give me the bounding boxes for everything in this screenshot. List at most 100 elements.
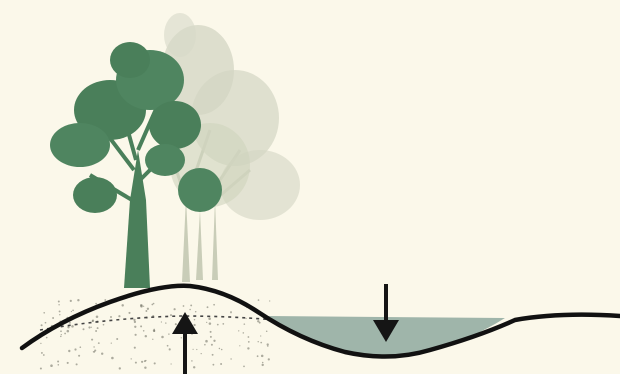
soil-dot [193,324,195,326]
soil-dot [247,347,249,349]
soil-dot [95,303,97,305]
soil-dot [245,318,246,319]
soil-dot [145,310,147,312]
soil-dot [205,340,208,343]
soil-dot [72,309,74,311]
soil-dot [257,320,259,322]
soil-dot [167,345,169,347]
soil-dot [189,309,191,311]
soil-dot [261,355,264,358]
soil-dot [267,345,268,346]
soil-dot [58,364,60,366]
soil-dot [83,328,85,330]
soil-dot [79,346,81,348]
soil-dot [243,332,245,334]
soil-dot [196,349,197,350]
soil-dot [153,329,155,331]
soil-dot [104,299,106,301]
soil-dot [161,321,162,322]
soil-dot [169,348,171,350]
soil-dot [230,312,232,314]
soil-dot [91,327,92,328]
soil-dot [175,323,177,325]
soil-dot [147,308,149,310]
soil-dot [267,343,269,345]
soil-dot [95,330,97,332]
soil-dot [67,326,69,328]
soil-dot [209,322,212,325]
soil-dot [92,320,94,322]
soil-dot [201,353,202,354]
soil-dot [59,314,60,315]
soil-dot [131,358,132,359]
soil-dot [258,299,260,301]
soil-dot [118,315,120,317]
soil-dot [170,314,172,316]
soil-dot [243,366,245,368]
soil-dot [43,312,45,314]
soil-dot [151,304,153,306]
soil-dot [258,341,259,342]
soil-dot [181,337,182,338]
soil-dot [111,357,114,360]
soil-dot [161,336,164,339]
soil-dot [194,319,195,320]
soil-dot [154,362,156,364]
soil-dot [60,336,62,338]
soil-dot [57,360,59,362]
soil-dot [260,342,262,344]
soil-dot [152,339,153,340]
soil-dot [222,323,224,325]
soil-dot [268,358,270,360]
soil-dot [134,326,136,328]
soil-dot [97,327,99,329]
soil-dot [190,304,192,306]
soil-dot [60,330,62,332]
soil-dot [168,333,169,334]
soil-dot [135,362,137,364]
soil-dot [133,319,135,321]
soil-dot [141,361,143,363]
soil-dot [134,321,136,323]
soil-dot [77,299,79,301]
soil-dot [111,342,112,343]
soil-dot [244,323,246,325]
soil-dot [52,317,54,319]
soil-dot [69,322,71,324]
soil-dot [192,349,193,350]
soil-dot [135,334,137,336]
soil-dot [239,345,240,346]
soil-dot [58,304,59,305]
soil-dot [58,301,60,303]
soil-dot [153,330,155,332]
soil-dot [103,324,105,326]
soil-dot [211,344,213,346]
soil-dot [41,324,43,326]
soil-dot [195,311,196,312]
soil-dot [248,341,250,343]
soil-dot [98,342,100,344]
soil-dot [119,367,121,369]
soil-dot [101,353,103,355]
soil-dot [174,308,176,310]
soil-dot [45,322,47,324]
soil-dot [204,344,206,346]
soil-dot [170,363,171,364]
soil-dot [71,311,72,312]
soil-dot [210,331,212,333]
soil-dot [219,348,220,349]
soil-dot [183,305,185,307]
soil-dot [208,317,211,320]
soil-dot [93,351,95,353]
soil-dot [93,346,94,347]
soil-dot [40,343,41,344]
soil-dot [71,325,74,328]
soil-dot [76,363,78,365]
soil-dot [210,336,212,338]
soil-dot [213,340,215,342]
soil-dot [143,306,144,307]
soil-dot [68,350,70,352]
soil-dot [40,367,42,369]
soil-dot [165,322,166,323]
